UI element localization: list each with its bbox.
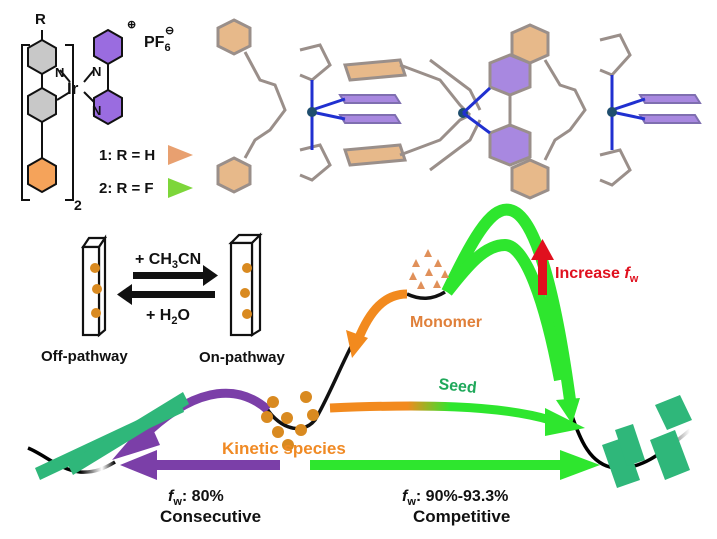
structure-labels: R N Ir N N ⊕ PF6 ⊖ 2 1: R = H 2: R = F [35,11,174,213]
crystal-purple-ring [638,94,702,104]
forward-arrow-head [203,265,218,286]
metal-label: Ir [67,79,79,98]
left-bracket [21,44,30,201]
competitive-fw-label: fw: 90%-93.3% [402,488,508,508]
right-bracket [65,44,74,201]
crystal-orange-ring [510,158,550,200]
monomer-triangles [409,249,449,289]
compound-1-label: 1: R = H [99,147,155,164]
kinetic-species-label: Kinetic species [222,439,346,458]
off-pathway-fibers [35,392,189,480]
crystal-orange-ring [510,23,550,65]
competitive-arrow-shaft [310,460,565,470]
monomer-well [406,290,446,300]
chemical-structure [21,28,123,201]
backward-arrow-shaft [132,291,215,298]
crystal-orange-ring [216,18,252,56]
particle [242,263,252,273]
low-barrier-path [442,238,566,382]
on-pathway-box [228,232,263,337]
crystal-purple-ring [338,114,402,124]
counter-ion: PF6 [144,34,171,54]
off-pathway-box [80,234,108,338]
solvent-arrows [117,265,218,305]
counter-ion-charge: ⊖ [165,25,174,37]
seed-label: Seed [438,376,478,397]
crystal-orange-ring [342,58,408,82]
compound-1-color-triangle [168,145,193,165]
consecutive-label: Consecutive [160,507,261,526]
competitive-label: Competitive [413,507,510,526]
substituent-label: R [35,11,46,28]
off-pathway-well [27,446,116,474]
particle [91,308,101,318]
seed-arrowhead [545,408,585,436]
barrier-arrowhead [556,398,580,424]
monomer-to-kinetic-path [353,289,408,342]
competitive-arrowhead [560,450,600,480]
increase-arrow-head [531,239,554,260]
bpy-ring-bottom [93,88,123,126]
crystal-orange-ring [342,143,408,167]
n-atom-label-2: N [92,64,101,79]
phenyl-ring [27,86,57,124]
increase-fw-label: Increase fw [555,265,639,285]
forward-arrow-shaft [133,272,205,279]
compound-2-color-triangle [168,178,193,198]
crystal-purple-ring [338,94,402,104]
seed-path [329,401,552,425]
on-pathway-label: On-pathway [199,349,285,366]
crystal-structure [216,18,702,200]
crystal-purple-ring [638,114,702,124]
iridium-atom [607,107,617,117]
orange-phenyl-ring [27,156,57,194]
consecutive-arrow-shaft [155,460,280,470]
n-atom-label-3: N [92,103,101,118]
off-pathway-label: Off-pathway [41,348,128,365]
high-barrier-path [441,203,576,401]
thermodynamic-blocks [602,395,692,488]
consecutive-arrowhead [120,450,157,480]
n-atom-label-1: N [55,65,64,80]
backward-solvent-label: + H2O [146,307,190,327]
monomer-label: Monomer [410,314,482,331]
crystal-orange-ring [216,156,252,194]
particle [92,284,102,294]
particle [90,263,100,273]
monomer-to-kinetic-arrowhead [346,330,368,358]
compound-2-label: 2: R = F [99,180,154,197]
particle [242,309,252,319]
bpy-ring-top [93,28,123,66]
consecutive-fw-label: fw: 80% [168,488,224,508]
charge-plus: ⊕ [127,19,136,31]
bracket-multiplier: 2 [74,197,82,213]
iridium-atom [307,107,317,117]
forward-solvent-label: + CH3CN [135,251,201,271]
crystal-purple-ring [488,123,532,167]
backward-arrow-head [117,284,132,305]
increase-arrow-shaft [538,257,547,295]
pyridine-ring [27,38,57,76]
kinetic-particles [261,391,319,451]
particle [240,288,250,298]
